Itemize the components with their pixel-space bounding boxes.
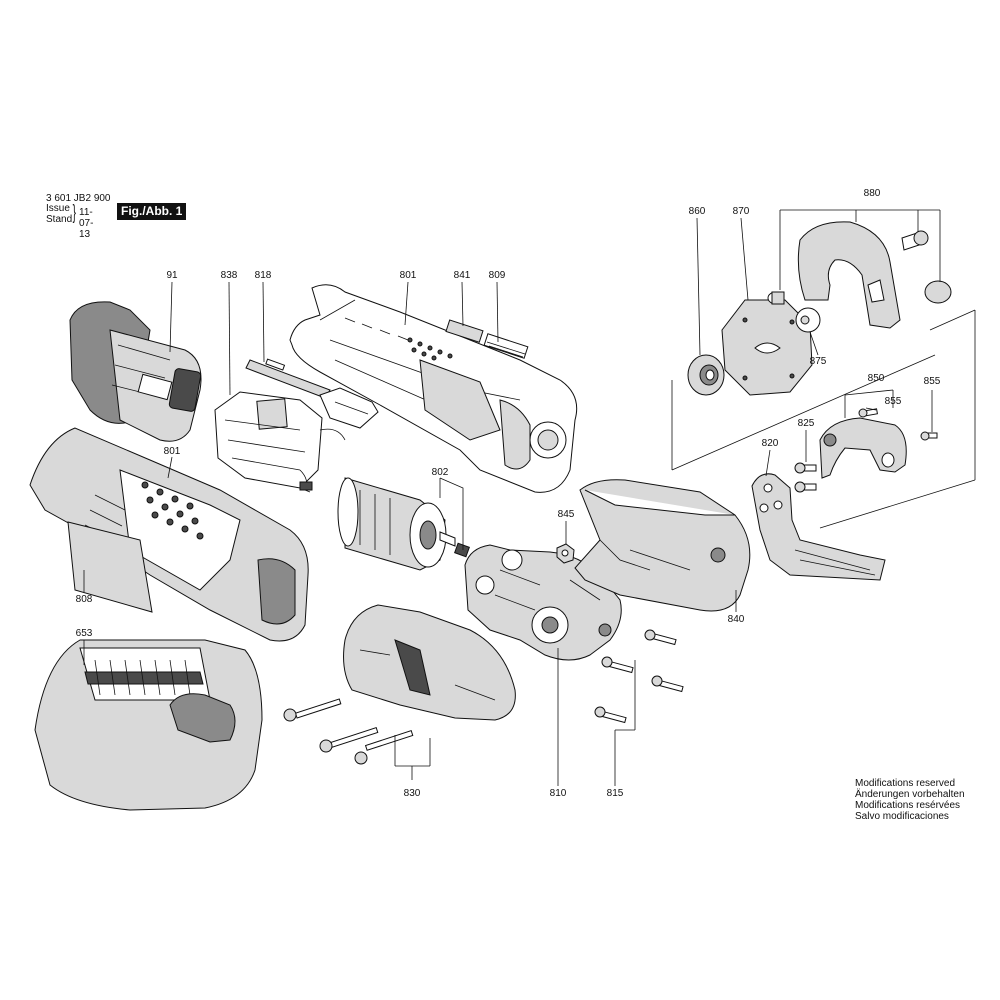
callout-838: 838 xyxy=(221,270,238,281)
electronic-module xyxy=(214,391,346,493)
notice-line-de: Änderungen vorbehalten xyxy=(855,789,965,800)
screw-short-2 xyxy=(601,656,634,674)
blade-820 xyxy=(751,473,886,581)
gear-head-cap xyxy=(574,479,751,612)
motor xyxy=(337,477,470,571)
issue-labels: Issue Stand xyxy=(46,203,72,225)
screw-short-1 xyxy=(644,629,677,646)
callout-801-upper: 801 xyxy=(400,270,417,281)
callout-820: 820 xyxy=(762,438,779,449)
screws-815 xyxy=(594,629,684,724)
flange-860 xyxy=(687,354,725,396)
battery-charger xyxy=(34,639,263,811)
screw-long-3 xyxy=(354,730,414,765)
callout-855-outer: 855 xyxy=(924,376,941,387)
screw-long-1 xyxy=(283,698,342,722)
callout-845: 845 xyxy=(558,509,575,520)
callout-825: 825 xyxy=(798,418,815,429)
callout-880: 880 xyxy=(864,188,881,199)
screws-830 xyxy=(283,698,414,765)
vent-dots xyxy=(407,337,453,361)
nose-cover xyxy=(343,604,516,721)
screw-long-2 xyxy=(319,727,379,753)
callout-860: 860 xyxy=(689,206,706,217)
issue-date: 11-07-13 xyxy=(79,207,94,240)
callout-808: 808 xyxy=(76,594,93,605)
screw-short-4 xyxy=(594,706,627,724)
callout-855-inner: 855 xyxy=(885,396,902,407)
callout-653: 653 xyxy=(76,628,93,639)
notice-line-en: Modifications reserved xyxy=(855,778,956,789)
leader-lines xyxy=(83,209,976,786)
brace-icon: } xyxy=(72,202,77,224)
switch-slider xyxy=(245,358,379,429)
callout-840: 840 xyxy=(728,614,745,625)
washer-875 xyxy=(795,307,821,333)
blade-870 xyxy=(721,299,813,396)
nut-845 xyxy=(556,543,575,564)
screw-short-3 xyxy=(651,675,684,693)
grip-dots xyxy=(141,481,204,540)
callout-802: 802 xyxy=(432,467,449,478)
callout-841: 841 xyxy=(454,270,471,281)
guard-850 xyxy=(819,408,938,479)
callout-815: 815 xyxy=(607,788,624,799)
housing-half-lower xyxy=(29,427,309,642)
callout-91: 91 xyxy=(166,270,178,281)
callout-830: 830 xyxy=(404,788,421,799)
callout-801-lower: 801 xyxy=(164,446,181,457)
modifications-notice: Modifications reserved Änderungen vorbeh… xyxy=(855,778,965,822)
stand-label: Stand xyxy=(46,214,73,225)
rating-label-808 xyxy=(67,521,153,613)
issue-label: Issue xyxy=(46,203,70,214)
callout-810: 810 xyxy=(550,788,567,799)
callout-850: 850 xyxy=(868,373,885,384)
housing-half-upper xyxy=(289,284,578,493)
callout-818: 818 xyxy=(255,270,272,281)
notice-line-fr: Modifications resérvées xyxy=(855,800,961,811)
callout-809: 809 xyxy=(489,270,506,281)
labels-841-809 xyxy=(445,319,529,359)
guard-880 xyxy=(767,221,952,329)
part-number: 3 601 JB2 900 xyxy=(46,193,111,204)
battery-pack xyxy=(69,301,202,442)
callout-870: 870 xyxy=(733,206,750,217)
callout-numbers: 91 838 818 801 841 809 801 808 802 653 8… xyxy=(76,188,941,799)
callout-875: 875 xyxy=(810,356,827,367)
figure-label: Fig./Abb. 1 xyxy=(117,203,187,220)
notice-line-es: Salvo modificaciones xyxy=(855,811,949,822)
screws-825 xyxy=(794,462,817,493)
